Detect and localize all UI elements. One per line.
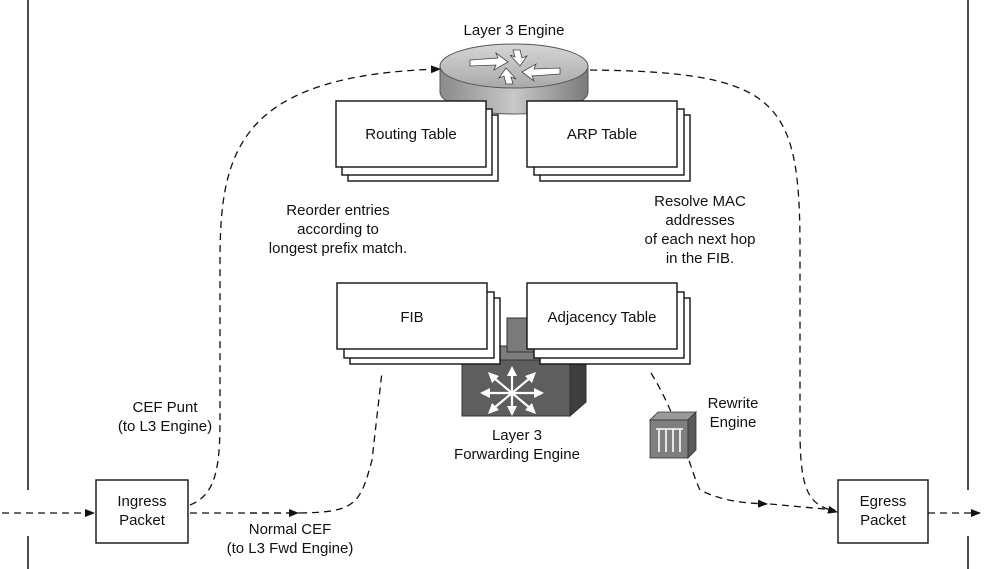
ingress-packet-line: Packet	[119, 512, 165, 529]
ingress-packet-box	[95, 479, 189, 544]
reorder-note-line: Reorder entries	[286, 202, 390, 219]
reorder-note-line: longest prefix match.	[268, 240, 408, 257]
adjacency-table-label: Adjacency Table	[547, 309, 657, 326]
egress-packet-box	[837, 479, 929, 544]
rewrite-engine-label: Rewrite Engine	[693, 394, 773, 432]
resolve-mac-note: Resolve MAC addresses of each next hop i…	[630, 192, 770, 268]
arp-table-label: ARP Table	[566, 126, 638, 143]
rewrite-to-egress-path	[769, 503, 836, 511]
arp-table-stack	[526, 100, 691, 182]
normal-cef-line: (to L3 Fwd Engine)	[226, 540, 354, 557]
fib-label: FIB	[400, 309, 424, 326]
forwarding-engine-label: Layer 3 Forwarding Engine	[447, 426, 587, 464]
normal-cef-line: Normal CEF	[248, 521, 332, 538]
reorder-note: Reorder entries according to longest pre…	[238, 201, 438, 258]
reorder-note-line: according to	[297, 221, 379, 238]
layer3-to-egress-path	[589, 69, 838, 514]
flow-paths	[2, 65, 981, 517]
resolve-note-line: in the FIB.	[665, 250, 735, 267]
ingress-packet-label: Ingress Packet	[96, 492, 188, 530]
normal-cef-rise	[299, 371, 383, 514]
adjacency-table-stack	[526, 282, 691, 365]
egress-packet-line: Packet	[860, 512, 906, 529]
forwarding-engine-line: Layer 3	[491, 427, 543, 444]
rewrite-engine-icon	[649, 411, 697, 459]
diagram-frame	[27, 0, 969, 569]
ingress-packet-line: Ingress	[117, 493, 167, 510]
adjacency-to-egress-path	[650, 372, 768, 508]
resolve-note-line: addresses	[665, 212, 735, 229]
layer3-engine-label: Layer 3 Engine	[463, 22, 565, 39]
rewrite-engine-line: Rewrite	[707, 395, 759, 412]
cef-punt-line: (to L3 Engine)	[117, 418, 213, 435]
forwarding-engine-line: Forwarding Engine	[454, 446, 580, 463]
egress-packet-label: Egress Packet	[838, 492, 928, 530]
routing-table-stack	[335, 100, 499, 182]
resolve-note-line: of each next hop	[644, 231, 756, 248]
fib-stack	[336, 282, 501, 365]
cef-punt-label: CEF Punt (to L3 Engine)	[100, 398, 230, 436]
rewrite-engine-line: Engine	[709, 414, 757, 431]
routing-table-label: Routing Table	[365, 126, 457, 143]
cef-punt-path	[189, 65, 441, 506]
normal-cef-label: Normal CEF (to L3 Fwd Engine)	[210, 520, 370, 558]
resolve-note-line: Resolve MAC	[654, 193, 746, 210]
egress-packet-line: Egress	[859, 493, 907, 510]
cef-punt-line: CEF Punt	[132, 399, 198, 416]
